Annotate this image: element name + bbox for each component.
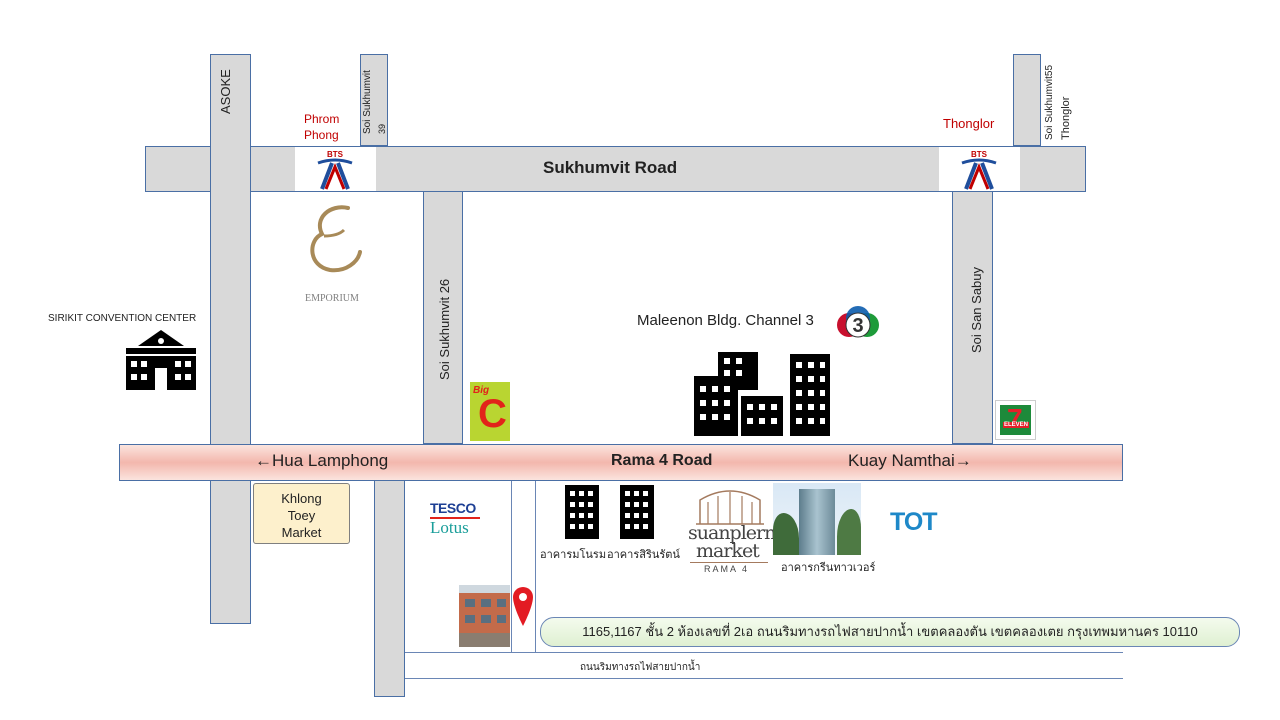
soi-sukhumvit-55-road	[1013, 54, 1041, 146]
lotus-label: Lotus	[430, 518, 469, 537]
emporium-label: EMPORIUM	[305, 293, 359, 304]
khlong-toey-line3: Market	[281, 525, 322, 540]
khlong-toey-market: Khlong Toey Market	[253, 483, 350, 544]
hua-lamphong-direction: ←Hua Lamphong	[255, 451, 389, 470]
soi-sukhumvit-39-road	[360, 54, 388, 146]
phrom-phong-label-1: Phrom	[304, 112, 340, 126]
soi-sukhumvit-26-label: Soi Sukhumvit 26	[437, 278, 452, 380]
alley-line-right	[535, 481, 536, 652]
tesco-lotus-logo-icon: TESCO Lotus	[428, 500, 484, 540]
rama4-road-label: Rama 4 Road	[611, 452, 713, 469]
kuay-namthai-direction: Kuay Namthai→	[848, 451, 972, 470]
office-building-icon	[618, 481, 656, 539]
asoke-road-label: ASOKE	[218, 69, 233, 114]
bts-logo-icon: BTS	[939, 147, 1020, 191]
bigc-logo-small: Big	[473, 385, 490, 396]
seven-eleven-text: ELEVEN	[1003, 422, 1030, 428]
shop-building-photo-icon	[459, 585, 510, 647]
thonglor-road-label: Thonglor	[1060, 96, 1072, 140]
railway-road-line-top	[405, 652, 1123, 653]
sukhumvit-road-label: Sukhumvit Road	[543, 158, 678, 177]
soi-san-sabuy-label: Soi San Sabuy	[969, 266, 984, 353]
channel3-logo-text: 3	[852, 315, 863, 337]
bts-logo-text: BTS	[971, 150, 988, 159]
bldg-sirinrat-label: อาคารสิรินรัตน์	[607, 549, 680, 561]
office-building-icon	[563, 481, 601, 539]
green-tower-label: อาคารกรีนทาวเวอร์	[781, 562, 876, 574]
bldg-maneerom-label: อาคารมโนรม	[540, 549, 607, 561]
location-pin-icon[interactable]	[512, 585, 534, 627]
bts-logo-icon: BTS	[295, 147, 376, 191]
seven-eleven-seven: 7	[1007, 403, 1023, 434]
buildings-icon	[694, 352, 832, 436]
khlong-toey-line1: Khlong	[281, 491, 322, 506]
rama4-road	[119, 444, 1123, 481]
sirikit-label: SIRIKIT CONVENTION CENTER	[48, 313, 197, 324]
soi-sukhumvit-39-num: 39	[377, 123, 387, 134]
thonglor-station-label: Thonglor	[943, 116, 995, 131]
soi-sukhumvit-26-road	[423, 191, 463, 444]
channel3-logo-icon: 3	[836, 304, 880, 346]
khlong-toey-line2: Toey	[287, 508, 316, 523]
bigc-logo-icon: Big C	[470, 382, 510, 441]
asoke-road	[210, 54, 251, 624]
seven-eleven-icon: 7 ELEVEN	[995, 400, 1036, 440]
tot-label: TOT	[890, 508, 938, 536]
soi-san-sabuy-road	[952, 191, 993, 444]
suanplern-line1: suanplern	[688, 522, 776, 544]
bigc-logo-big: C	[478, 392, 507, 436]
suanplern-line3: RAMA 4	[704, 564, 750, 574]
soi-sukhumvit-39-label: Soi Sukhumvit	[362, 70, 373, 134]
railway-road-label: ถนนริมทางรถไฟสายปากน้ำ	[580, 662, 701, 673]
tesco-label: TESCO	[430, 500, 476, 516]
alley-line-left	[511, 481, 512, 652]
address-box: 1165,1167 ชั้น 2 ห้องเลขที่ 2เอ ถนนริมทา…	[540, 617, 1240, 647]
bts-logo-text: BTS	[327, 150, 344, 159]
soi-sukhumvit-55-label: Soi Sukhumvit55	[1044, 64, 1055, 140]
railway-road-line-bottom	[405, 678, 1123, 679]
tot-logo-icon: TOT	[890, 508, 948, 536]
phrom-phong-label-2: Phong	[304, 128, 339, 142]
suanplern-line2: market	[696, 540, 760, 562]
green-tower-photo-icon	[773, 483, 861, 555]
lower-side-road	[374, 480, 405, 697]
convention-center-icon	[124, 328, 198, 390]
maleenon-label: Maleenon Bldg. Channel 3	[637, 312, 814, 329]
suanplern-market-icon: suanplern market RAMA 4	[688, 484, 776, 578]
emporium-logo-icon	[300, 200, 370, 285]
